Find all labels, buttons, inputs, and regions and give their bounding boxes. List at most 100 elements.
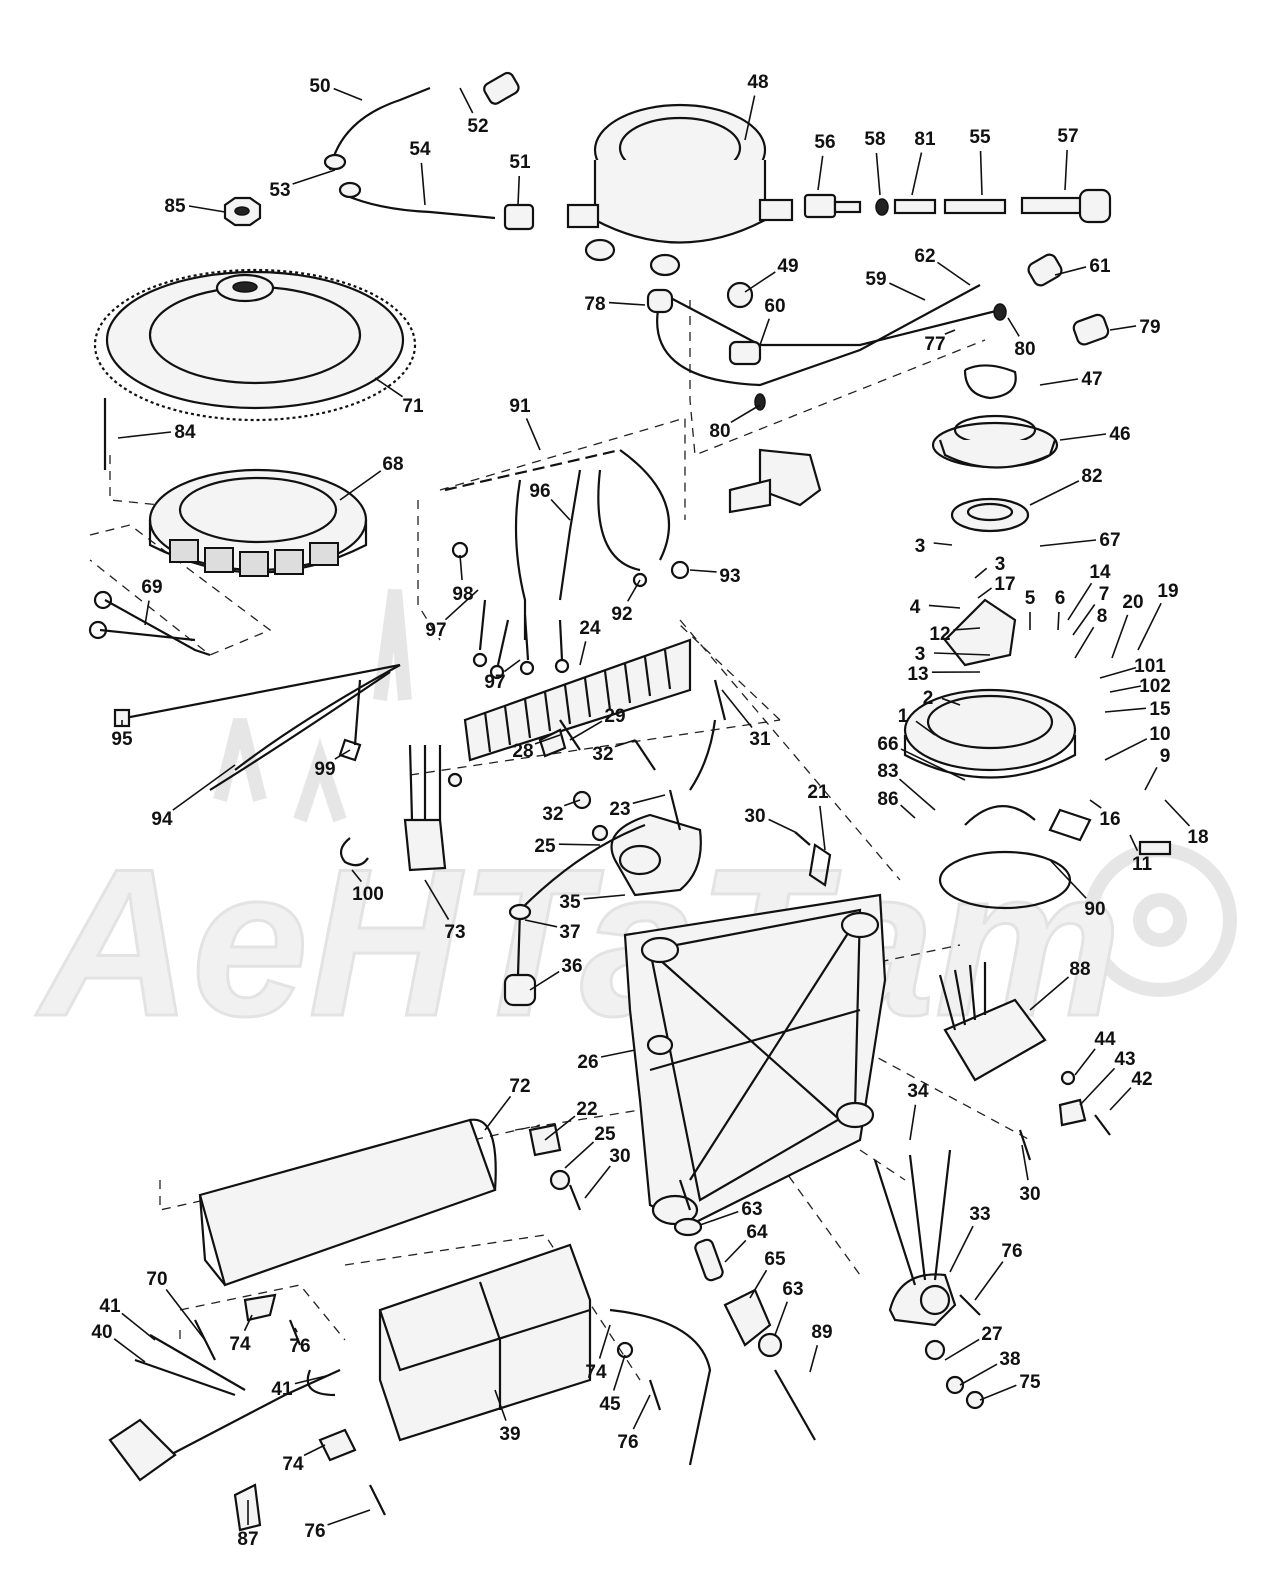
- callout-leader-7: [1072, 604, 1096, 636]
- callout-label-26: 26: [577, 1052, 598, 1073]
- callout-label-78: 78: [584, 294, 605, 315]
- hv-leads-right: [726, 188, 1112, 309]
- callout-label-41: 41: [271, 1379, 293, 1400]
- callout-leader-24: [579, 641, 587, 666]
- callout-leader-58: [875, 152, 881, 196]
- callout-label-16: 16: [1099, 809, 1120, 830]
- ignition-cable-set: [646, 253, 1110, 411]
- callout-label-3: 3: [915, 536, 926, 557]
- callout-leader-32: [563, 799, 581, 807]
- nut-85: [223, 196, 262, 227]
- callout-label-31: 31: [749, 729, 771, 750]
- harness-94: [113, 663, 401, 791]
- callout-leader-91: [525, 418, 541, 451]
- callout-label-49: 49: [777, 256, 798, 277]
- callout-leader-38: [959, 1363, 998, 1386]
- callout-leader-40: [113, 1338, 146, 1363]
- callout-label-64: 64: [746, 1222, 768, 1243]
- callout-leader-69: [144, 600, 150, 626]
- callout-leader-43: [1079, 1067, 1116, 1106]
- callout-label-93: 93: [719, 566, 740, 587]
- callout-leader-67: [1039, 539, 1097, 547]
- callout-leader-102: [1109, 685, 1142, 693]
- callout-leader-25: [564, 1141, 595, 1169]
- callout-label-94: 94: [151, 809, 173, 830]
- callout-label-82: 82: [1081, 466, 1102, 487]
- callout-leaders: [113, 87, 1191, 1526]
- stator: [148, 468, 368, 577]
- callout-label-50: 50: [309, 76, 330, 97]
- callout-label-3: 3: [915, 644, 926, 665]
- callout-label-34: 34: [907, 1081, 929, 1102]
- callout-leader-62: [937, 261, 971, 286]
- callout-leader-66: [900, 748, 966, 781]
- callout-label-9: 9: [1160, 746, 1171, 767]
- callout-label-80: 80: [709, 421, 730, 442]
- callout-label-43: 43: [1114, 1049, 1135, 1070]
- callout-label-89: 89: [811, 1322, 832, 1343]
- callout-leader-10: [1104, 738, 1148, 761]
- callout-leader-94: [172, 764, 236, 811]
- callout-leader-3: [933, 652, 991, 656]
- callout-label-30: 30: [609, 1146, 630, 1167]
- bracket-73: [403, 744, 447, 872]
- callout-label-102: 102: [1139, 676, 1171, 697]
- callout-label-17: 17: [994, 574, 1015, 595]
- callout-label-6: 6: [1055, 588, 1066, 609]
- callout-label-80: 80: [1014, 339, 1035, 360]
- callout-leader-41: [294, 1374, 331, 1385]
- distributor-plate: [903, 598, 1172, 910]
- callout-leader-45: [612, 1354, 626, 1391]
- cover-72: [198, 1118, 497, 1287]
- callout-label-11: 11: [1132, 854, 1153, 875]
- callout-leader-61: [1054, 266, 1087, 276]
- callout-leader-76: [974, 1261, 1004, 1301]
- callout-label-67: 67: [1099, 530, 1120, 551]
- callout-leader-31: [721, 689, 753, 728]
- callout-label-27: 27: [981, 1324, 1002, 1345]
- callout-leader-76: [327, 1509, 371, 1526]
- callout-label-83: 83: [877, 761, 898, 782]
- callout-label-96: 96: [529, 481, 550, 502]
- callout-leader-65: [749, 1269, 768, 1299]
- callout-leader-1: [915, 720, 936, 736]
- callout-leader-48: [744, 95, 756, 141]
- callout-leader-12: [953, 627, 981, 631]
- callout-leader-15: [1104, 707, 1147, 713]
- callout-label-23: 23: [609, 799, 630, 820]
- callout-leader-74: [598, 1324, 611, 1359]
- callout-leader-22: [544, 1115, 576, 1141]
- callout-label-100: 100: [352, 884, 384, 905]
- callout-leader-64: [724, 1239, 747, 1263]
- callout-leader-25: [558, 843, 601, 846]
- callout-label-7: 7: [1099, 584, 1110, 605]
- timer-base: [931, 364, 1059, 533]
- callout-leader-81: [911, 152, 923, 196]
- callout-label-59: 59: [865, 269, 886, 290]
- callout-label-22: 22: [576, 1099, 597, 1120]
- callout-leader-2: [941, 697, 961, 706]
- leads-69: [88, 590, 211, 657]
- callout-label-32: 32: [542, 804, 563, 825]
- callout-label-72: 72: [509, 1076, 530, 1097]
- callout-leader-3: [974, 567, 988, 579]
- callout-leader-63: [699, 1210, 739, 1226]
- callout-leader-39: [494, 1389, 507, 1421]
- callout-leader-97: [444, 589, 479, 621]
- callout-label-76: 76: [1001, 1241, 1022, 1262]
- callout-leader-85: [188, 205, 226, 213]
- coil-35: [503, 719, 717, 1007]
- callout-leader-14: [1067, 582, 1093, 621]
- callout-label-30: 30: [1019, 1184, 1040, 1205]
- callout-label-76: 76: [304, 1521, 325, 1542]
- power-pack-39: [108, 1243, 592, 1482]
- callout-leader-60: [759, 318, 770, 346]
- callout-leader-42: [1109, 1087, 1132, 1111]
- callout-label-77: 77: [924, 334, 945, 355]
- callout-label-29: 29: [604, 706, 625, 727]
- callout-leader-47: [1039, 378, 1079, 386]
- callout-leader-71: [374, 377, 404, 398]
- hv-leads-top: [323, 71, 535, 231]
- callout-leader-86: [900, 804, 916, 819]
- callout-label-74: 74: [585, 1362, 607, 1383]
